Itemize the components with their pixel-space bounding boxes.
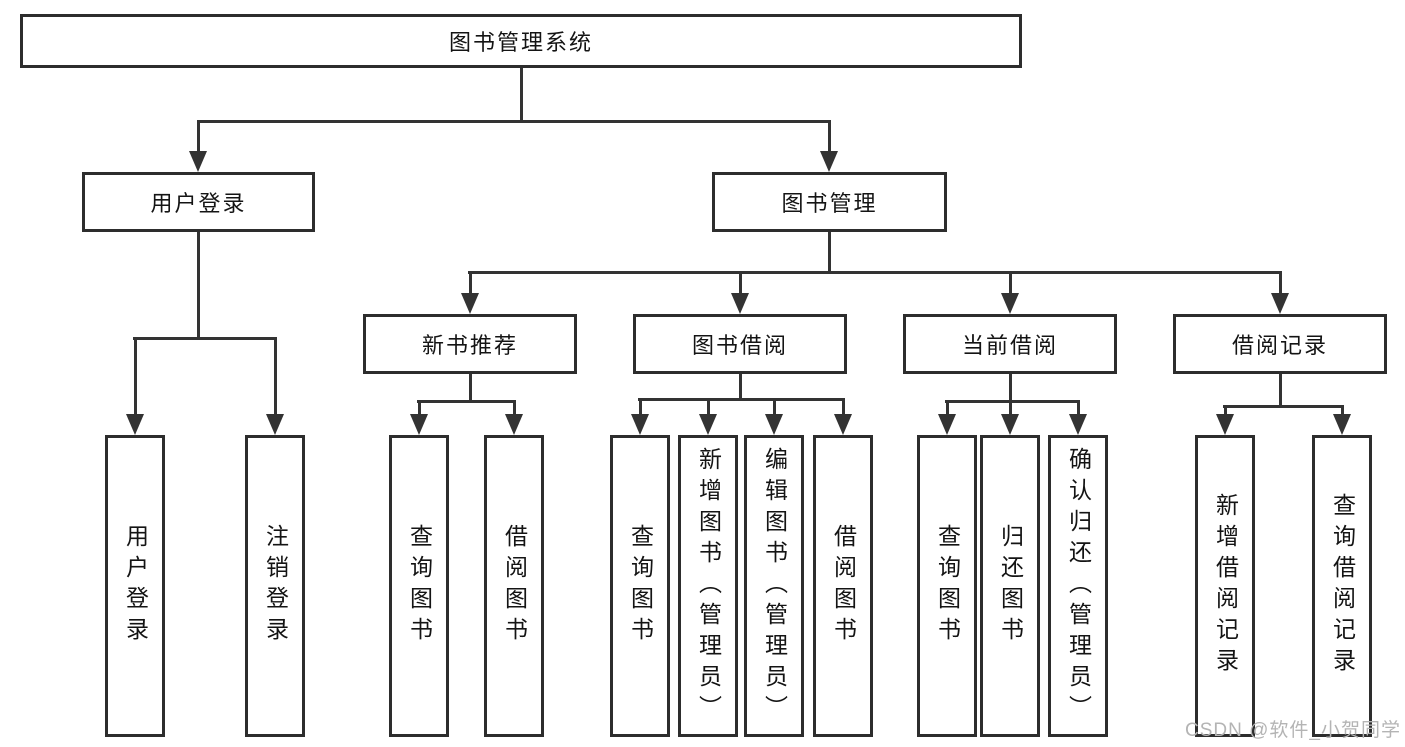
connector-line xyxy=(707,398,710,416)
leaf-borrow-edit-admin: 编辑图书（管理员） xyxy=(744,435,804,737)
arrow-down-icon xyxy=(126,414,144,435)
connector-line xyxy=(638,398,845,401)
connector-line xyxy=(1009,271,1012,296)
leaf-borrow-edit-admin-label: 编辑图书（管理员） xyxy=(761,446,788,726)
arrow-down-icon xyxy=(505,414,523,435)
arrow-down-icon xyxy=(1001,293,1019,314)
leaf-borrow-book: 借阅图书 xyxy=(813,435,873,737)
connector-line xyxy=(197,120,830,123)
connector-line xyxy=(1077,400,1080,416)
node-root: 图书管理系统 xyxy=(20,14,1022,68)
node-new-book-recommend-label: 新书推荐 xyxy=(421,333,518,358)
arrow-down-icon xyxy=(699,414,717,435)
leaf-user-login-label: 用户登录 xyxy=(122,524,149,648)
connector-line xyxy=(1341,405,1344,416)
connector-line xyxy=(739,374,742,399)
connector-line xyxy=(1279,271,1282,296)
arrow-down-icon xyxy=(1069,414,1087,435)
connector-line xyxy=(469,271,472,296)
connector-line xyxy=(513,400,516,416)
node-user-login-label: 用户登录 xyxy=(150,191,247,216)
arrow-down-icon xyxy=(631,414,649,435)
arrow-down-icon xyxy=(820,151,838,172)
connector-line xyxy=(1009,374,1012,401)
leaf-logout-label: 注销登录 xyxy=(262,524,289,648)
node-current-borrow: 当前借阅 xyxy=(903,314,1117,374)
leaf-newbook-borrow: 借阅图书 xyxy=(484,435,544,737)
node-user-login: 用户登录 xyxy=(82,172,315,232)
leaf-current-query-label: 查询图书 xyxy=(934,524,961,648)
arrow-down-icon xyxy=(266,414,284,435)
connector-line xyxy=(469,374,472,401)
leaf-newbook-query: 查询图书 xyxy=(389,435,449,737)
arrow-down-icon xyxy=(189,151,207,172)
node-book-management: 图书管理 xyxy=(712,172,947,232)
node-new-book-recommend: 新书推荐 xyxy=(363,314,577,374)
node-root-label: 图书管理系统 xyxy=(448,30,593,55)
connector-line xyxy=(133,337,276,340)
node-current-borrow-label: 当前借阅 xyxy=(961,333,1058,358)
connector-line xyxy=(468,271,1281,274)
leaf-record-add: 新增借阅记录 xyxy=(1195,435,1255,737)
node-book-management-label: 图书管理 xyxy=(781,191,878,216)
connector-line xyxy=(520,68,523,121)
connector-line xyxy=(1224,405,1227,416)
arrow-down-icon xyxy=(1001,414,1019,435)
leaf-borrow-query: 查询图书 xyxy=(610,435,670,737)
node-borrow-record-label: 借阅记录 xyxy=(1231,333,1328,358)
arrow-down-icon xyxy=(1333,414,1351,435)
connector-line xyxy=(274,337,277,416)
leaf-newbook-borrow-label: 借阅图书 xyxy=(501,524,528,648)
connector-line xyxy=(1009,400,1012,416)
arrow-down-icon xyxy=(1216,414,1234,435)
leaf-current-return-label: 归还图书 xyxy=(997,524,1024,648)
connector-line xyxy=(197,120,200,155)
arrow-down-icon xyxy=(410,414,428,435)
node-book-borrow-label: 图书借阅 xyxy=(691,333,788,358)
leaf-current-confirm-admin-label: 确认归还（管理员） xyxy=(1065,446,1092,726)
arrow-down-icon xyxy=(461,293,479,314)
connector-line xyxy=(773,398,776,416)
connector-line xyxy=(842,398,845,416)
connector-line xyxy=(945,400,1080,403)
arrow-down-icon xyxy=(1271,293,1289,314)
connector-line xyxy=(828,120,831,155)
leaf-borrow-add-admin-label: 新增图书（管理员） xyxy=(695,446,722,726)
leaf-user-login: 用户登录 xyxy=(105,435,165,737)
connector-line xyxy=(739,271,742,296)
connector-line xyxy=(639,398,642,416)
leaf-record-query-label: 查询借阅记录 xyxy=(1329,493,1356,679)
leaf-newbook-query-label: 查询图书 xyxy=(406,524,433,648)
leaf-current-query: 查询图书 xyxy=(917,435,977,737)
connector-line xyxy=(417,400,516,403)
connector-line xyxy=(828,232,831,272)
connector-line xyxy=(1223,405,1344,408)
leaf-borrow-book-label: 借阅图书 xyxy=(830,524,857,648)
connector-line xyxy=(946,400,949,416)
connector-line xyxy=(134,337,137,416)
leaf-record-query: 查询借阅记录 xyxy=(1312,435,1372,737)
node-borrow-record: 借阅记录 xyxy=(1173,314,1387,374)
connector-line xyxy=(1279,374,1282,406)
arrow-down-icon xyxy=(938,414,956,435)
connector-line xyxy=(418,400,421,416)
node-book-borrow: 图书借阅 xyxy=(633,314,847,374)
arrow-down-icon xyxy=(765,414,783,435)
arrow-down-icon xyxy=(834,414,852,435)
connector-line xyxy=(197,232,200,338)
leaf-borrow-add-admin: 新增图书（管理员） xyxy=(678,435,738,737)
leaf-current-return: 归还图书 xyxy=(980,435,1040,737)
leaf-borrow-query-label: 查询图书 xyxy=(627,524,654,648)
leaf-logout: 注销登录 xyxy=(245,435,305,737)
watermark: CSDN @软件_小贺同学 xyxy=(1185,720,1401,741)
leaf-current-confirm-admin: 确认归还（管理员） xyxy=(1048,435,1108,737)
leaf-record-add-label: 新增借阅记录 xyxy=(1212,493,1239,679)
arrow-down-icon xyxy=(731,293,749,314)
